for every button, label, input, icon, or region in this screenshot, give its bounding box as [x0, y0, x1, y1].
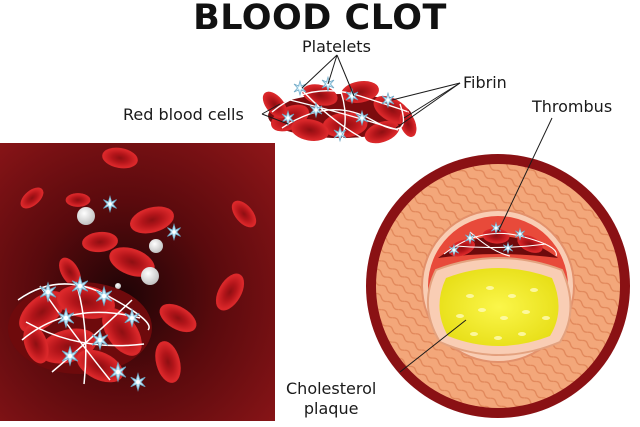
thrombus-label: Thrombus [532, 97, 613, 116]
cholesterol-label-line1: Cholesterol [286, 379, 377, 398]
platelets-label: Platelets [302, 37, 371, 56]
fibrin-label: Fibrin [463, 73, 507, 92]
cholesterol-plaque-label: Cholesterol plaque [286, 379, 376, 419]
cholesterol-plaque [439, 268, 559, 346]
red-blood-cells-label: Red blood cells [123, 105, 244, 124]
page-title: BLOOD CLOT [193, 0, 447, 38]
artery-cross-section [366, 154, 630, 418]
top-clot [258, 76, 420, 148]
white-blood-cell-icon [77, 207, 95, 225]
magnified-panel [0, 143, 275, 421]
leader-lines-vessel [399, 117, 553, 373]
white-blood-cell-icon [149, 239, 163, 253]
white-blood-cell-icon [141, 267, 159, 285]
cholesterol-label-line2: plaque [303, 399, 359, 418]
leader-lines [261, 54, 461, 129]
